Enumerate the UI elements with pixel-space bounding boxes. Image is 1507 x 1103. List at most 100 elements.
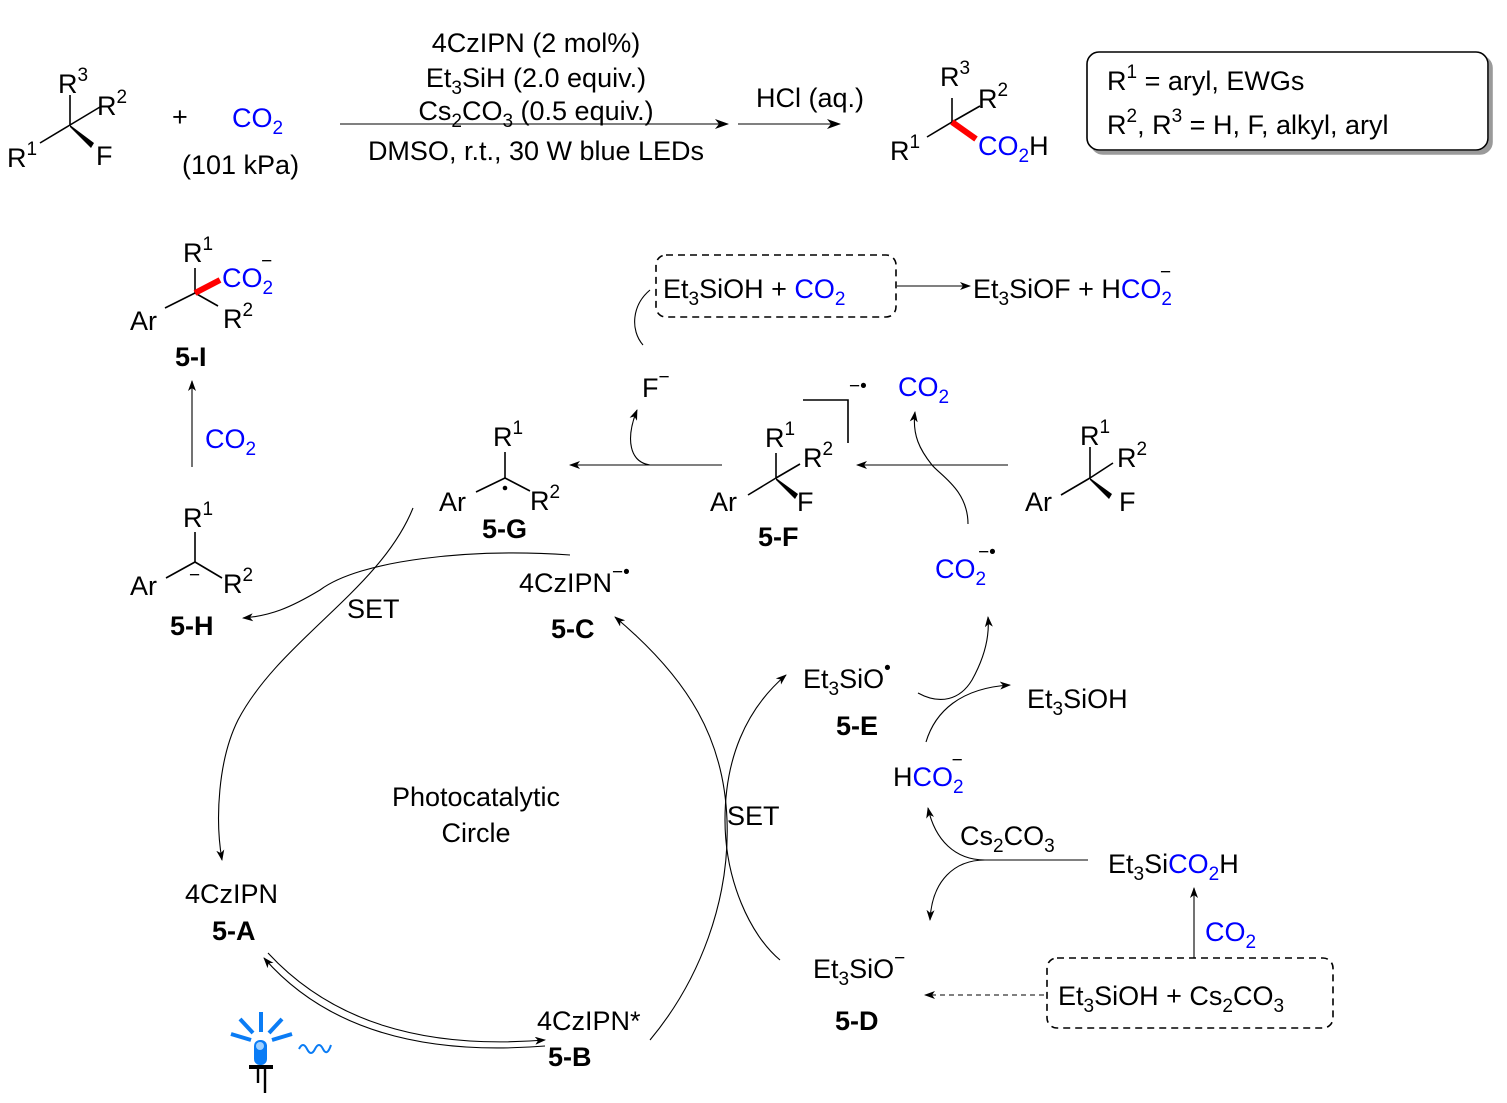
carbanion-charge: −: [189, 565, 200, 586]
light-wave-icon: [298, 1044, 332, 1054]
label-5-B: 5-B: [548, 1042, 592, 1072]
arrow-fluoride-release: [629, 409, 651, 466]
bond: [194, 561, 223, 579]
4czipn-excited: 4CzIPN*: [537, 1006, 641, 1036]
arrow-5B-to-5A: [263, 957, 546, 1049]
wedge-bond: [1090, 478, 1112, 499]
set-label-top: SET: [347, 594, 400, 624]
ar-label: Ar: [1025, 487, 1052, 517]
bond: [1089, 462, 1114, 479]
ar-label: Ar: [130, 571, 157, 601]
et3sioh-plus-cs2co3: Et3SiOH + Cs2CO3: [1058, 981, 1284, 1017]
arrow-co2-radical-electron-transfer: [909, 411, 969, 525]
r2-label: R2: [978, 80, 1008, 114]
r3-label: R3: [58, 65, 88, 99]
et3sioh: Et3SiOH: [1027, 684, 1128, 720]
r2-label: R2: [803, 439, 833, 473]
species-5-G: R1 Ar R2 5-G: [439, 418, 560, 544]
bond: [69, 106, 101, 126]
r1-label: R1: [7, 139, 37, 173]
condition-silane: Et3SiH (2.0 equiv.): [426, 63, 646, 99]
arc-5D-to-5E-SET: [724, 674, 787, 961]
fluoride: F−: [642, 367, 670, 403]
condition-base: Cs2CO3 (0.5 equiv.): [418, 96, 653, 132]
cycle-label-line1: Photocatalytic: [392, 782, 560, 812]
plus-sign: +: [172, 102, 188, 132]
condition-solvent-light: DMSO, r.t., 30 W blue LEDs: [368, 136, 704, 166]
r2-label: R2: [1117, 439, 1147, 473]
wedge-bond: [70, 125, 94, 148]
bond: [165, 561, 196, 579]
co2-to-5I: CO2: [205, 424, 256, 460]
cycle-label-line2: Circle: [441, 818, 510, 848]
species-5-B: 4CzIPN* 5-B: [537, 1006, 641, 1072]
label-5-G: 5-G: [482, 514, 527, 544]
label-5-C: 5-C: [551, 614, 595, 644]
r1-label: R1: [183, 234, 213, 268]
triethylsiloxy-radical: Et3SiO•: [803, 658, 891, 700]
arrow-5A-to-5B: [267, 952, 546, 1045]
bond: [747, 477, 777, 496]
co2-reagent: CO2: [232, 103, 283, 139]
scope-box: R1 = aryl, EWGs R2, R3 = H, F, alkyl, ar…: [1086, 51, 1489, 151]
label-5-A: 5-A: [212, 916, 256, 946]
arc-5C-to-5H-SET: [242, 552, 571, 622]
set-label-right: SET: [727, 801, 780, 831]
radical-anion-charge: −•: [849, 376, 867, 397]
species-5-I: R1 CO2− Ar R2 5-I: [130, 234, 273, 372]
r1-label: R1: [1080, 417, 1110, 451]
label-5-D: 5-D: [835, 1006, 879, 1036]
label-5-E: 5-E: [836, 711, 878, 741]
arrow-fluoride-to-box: [634, 289, 651, 346]
top-box: Et3SiOH + CO2: [655, 254, 897, 318]
carboxylate: CO2−: [222, 251, 273, 299]
bond: [1060, 477, 1091, 496]
scope-r1: R1 = aryl, EWGs: [1107, 62, 1304, 96]
arrow-5E-to-et3sioh: [925, 681, 1011, 743]
fluorine-label: F: [96, 141, 113, 171]
carboxylic-acid: CO2H: [978, 131, 1049, 167]
bottom-box: Et3SiOH + Cs2CO3: [1046, 957, 1334, 1029]
arc-5B-to-5C: [614, 616, 728, 1041]
r1-label: R1: [890, 132, 920, 166]
ar-label: Ar: [710, 487, 737, 517]
r2-label: R2: [530, 482, 560, 516]
condition-photocatalyst: 4CzIPN (2 mol%): [432, 28, 641, 58]
bond: [926, 121, 953, 138]
radical-dot: [502, 485, 508, 491]
4czipn-radical-anion: 4CzIPN−•: [519, 562, 630, 598]
co2-pressure: (101 kPa): [182, 150, 299, 180]
species-5-D: Et3SiO− 5-D: [813, 948, 905, 1036]
bond: [164, 292, 196, 309]
fluorine-label: F: [797, 487, 814, 517]
co2-to-silyl: CO2: [1205, 917, 1256, 953]
r1-label: R1: [493, 418, 523, 452]
new-cc-bond: [950, 119, 978, 142]
r2-label: R2: [223, 300, 253, 334]
blue-led-icon: [230, 1012, 293, 1093]
triethylsilanolate: Et3SiO−: [813, 948, 905, 990]
formate: HCO2−: [893, 750, 964, 798]
bond: [775, 463, 801, 479]
species-5-C: 4CzIPN−• 5-C: [519, 562, 630, 644]
fluorine-label: F: [1119, 487, 1136, 517]
bond: [475, 477, 506, 493]
wedge-bond: [776, 478, 798, 499]
silacarboxylic-acid: Et3SiCO2H: [1108, 849, 1239, 885]
dashed-box: [1046, 957, 1334, 1029]
reaction-conditions: 4CzIPN (2 mol%) Et3SiH (2.0 equiv.) Cs2C…: [340, 28, 729, 166]
species-5-F: R1 R2 Ar F −• 5-F: [710, 376, 867, 552]
r2-label: R2: [97, 87, 127, 121]
step2-reagent: HCl (aq.): [756, 83, 864, 113]
cs2co3-reagent: Cs2CO3: [960, 821, 1055, 857]
arrow-formate-to-co2-radical: [917, 616, 993, 700]
scope-r2-r3: R2, R3 = H, F, alkyl, aryl: [1107, 106, 1388, 140]
substrate-structure: R3 R2 R1 F: [7, 65, 127, 173]
product-structure: R3 R2 R1 CO2H: [890, 58, 1049, 167]
label-5-H: 5-H: [170, 611, 214, 641]
r3-label: R3: [940, 58, 970, 92]
co2-radical-anion: CO2−•: [935, 542, 996, 590]
label-5-F: 5-F: [758, 522, 799, 552]
species-5-E: Et3SiO• 5-E: [803, 658, 891, 741]
